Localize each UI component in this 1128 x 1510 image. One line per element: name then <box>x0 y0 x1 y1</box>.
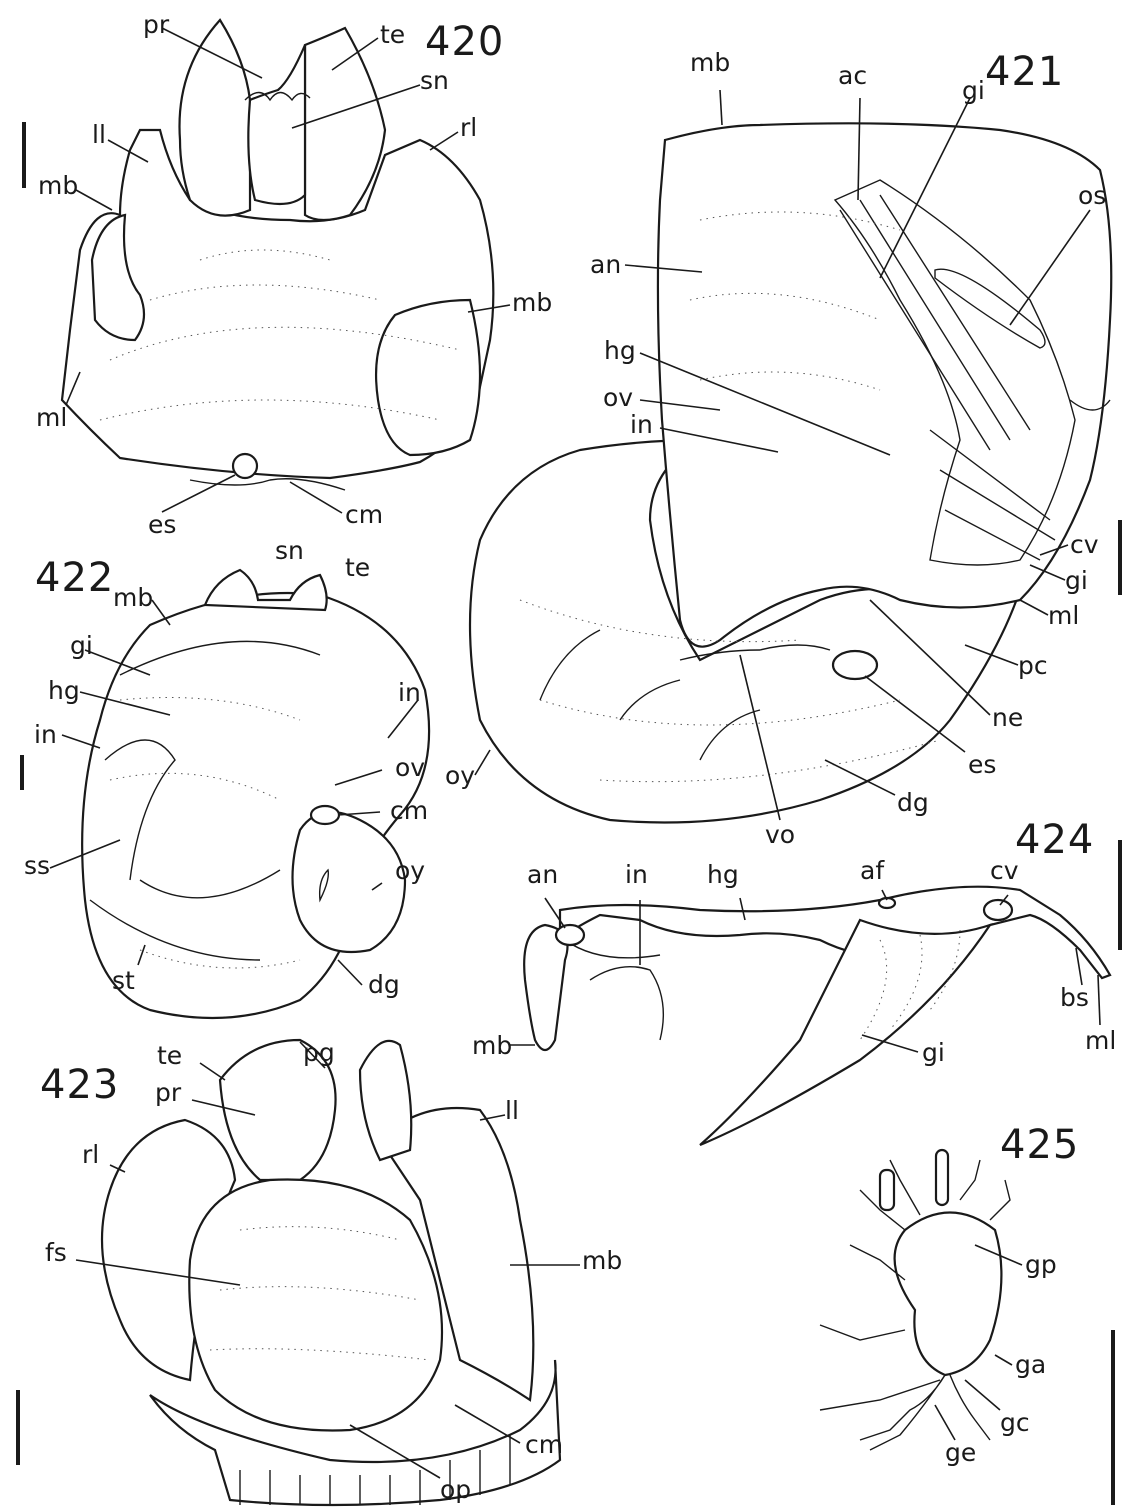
f422-label-in-left: in <box>34 722 57 747</box>
f424-label-an: an <box>527 862 558 887</box>
f422-label-dg: dg <box>368 972 400 997</box>
f422-label-te: te <box>345 555 370 580</box>
f423-tentacle <box>360 1041 411 1160</box>
f420-left-tentacle <box>180 20 251 216</box>
f422-label-gi: gi <box>70 633 93 658</box>
f422-label-mb: mb <box>113 585 153 610</box>
f421-label-ac: ac <box>838 63 867 88</box>
f421-label-in: in <box>630 412 653 437</box>
f421-label-hg: hg <box>604 338 636 363</box>
figure-422-drawing <box>82 570 429 1018</box>
f421-label-dg: dg <box>897 790 929 815</box>
f423-label-op: op <box>440 1477 471 1502</box>
f421-label-gi-bottom: gi <box>1065 568 1088 593</box>
f420-label-ll: ll <box>92 122 106 147</box>
f421-label-os: os <box>1078 183 1106 208</box>
f425-label-ge: ge <box>945 1440 976 1465</box>
f422-label-ss: ss <box>24 853 50 878</box>
f423-label-rl: rl <box>82 1142 99 1167</box>
f421-label-ml: ml <box>1048 603 1079 628</box>
f421-esophagus <box>833 651 877 679</box>
f422-label-sn: sn <box>275 538 304 563</box>
f421-label-an: an <box>590 252 621 277</box>
f422-label-ov: ov <box>395 755 425 780</box>
figure-424-drawing <box>524 887 1110 1145</box>
f424-gill <box>700 920 990 1145</box>
f422-body <box>82 593 429 1018</box>
f420-label-pr: pr <box>143 12 169 37</box>
figure-423-drawing <box>102 1040 560 1505</box>
f421-label-ne: ne <box>992 705 1023 730</box>
figure-number-421: 421 <box>985 52 1064 92</box>
f423-label-pr: pr <box>155 1080 181 1105</box>
f423-label-pg: pg <box>303 1040 335 1065</box>
f424-label-cv: cv <box>990 858 1019 883</box>
f421-label-pc: pc <box>1018 653 1048 678</box>
f425-label-ga: ga <box>1015 1352 1046 1377</box>
f420-label-cm: cm <box>345 502 383 527</box>
f423-label-cm: cm <box>525 1432 563 1457</box>
f420-label-mb-left: mb <box>38 173 78 198</box>
f424-label-in: in <box>625 862 648 887</box>
f422-head-tentacles <box>205 570 327 610</box>
figure-425-drawing <box>820 1150 1010 1450</box>
f424-label-hg: hg <box>707 862 739 887</box>
f424-label-bs: bs <box>1060 985 1089 1010</box>
f422-label-cm: cm <box>390 798 428 823</box>
f422-coil <box>293 812 406 952</box>
f423-foot-sole <box>189 1180 442 1431</box>
figure-number-420: 420 <box>425 22 504 62</box>
f421-label-vo: vo <box>765 822 795 847</box>
f420-label-es: es <box>148 512 176 537</box>
f420-label-ml: ml <box>36 405 67 430</box>
f421-label-mb: mb <box>690 50 730 75</box>
figure-number-425: 425 <box>1000 1125 1079 1165</box>
f420-label-rl: rl <box>460 115 477 140</box>
f421-label-gi-top: gi <box>962 78 985 103</box>
f424-label-af: af <box>860 858 884 883</box>
figure-number-424: 424 <box>1015 820 1094 860</box>
f425-label-gc: gc <box>1000 1410 1030 1435</box>
figure-number-423: 423 <box>40 1065 119 1105</box>
f425-label-gp: gp <box>1025 1252 1057 1277</box>
f425-nerve-ring <box>895 1213 1002 1376</box>
f424-label-gi: gi <box>922 1040 945 1065</box>
f420-label-te: te <box>380 22 405 47</box>
f422-label-oy: oy <box>395 858 425 883</box>
f423-label-fs: fs <box>45 1240 67 1265</box>
f420-snout <box>248 45 305 204</box>
f421-label-ov: ov <box>603 385 633 410</box>
f421-label-cv: cv <box>1070 532 1099 557</box>
f423-label-te: te <box>157 1043 182 1068</box>
f422-label-in-right: in <box>398 680 421 705</box>
f422-label-st: st <box>112 968 135 993</box>
figure-number-422: 422 <box>35 558 114 598</box>
f421-label-oy: oy <box>445 763 475 788</box>
f420-label-sn: sn <box>420 68 449 93</box>
f424-label-mb: mb <box>472 1033 512 1058</box>
f421-label-es: es <box>968 752 996 777</box>
f424-mantle-roof <box>560 887 1110 978</box>
f423-label-mb: mb <box>582 1248 622 1273</box>
f420-label-mb-right: mb <box>512 290 552 315</box>
f420-right-mantle-border <box>376 300 480 455</box>
f424-label-ml: ml <box>1085 1028 1116 1053</box>
f423-label-ll: ll <box>505 1098 519 1123</box>
f422-label-hg: hg <box>48 678 80 703</box>
